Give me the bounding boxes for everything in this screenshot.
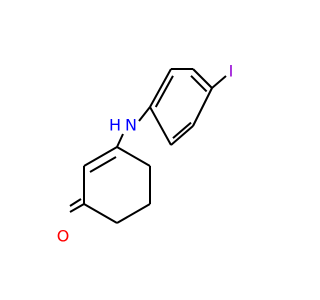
ring-double-bond-3 [172,121,192,139]
ring-bond-1 [149,68,172,108]
atom-oxygen: O [57,227,70,246]
ring-double-bond-2 [190,75,208,93]
ring-bond-6 [149,106,172,146]
cyc-bond-c3-c4 [116,146,151,167]
ring-bond-4 [192,87,213,127]
bond-ring-c-n [138,106,151,122]
cyc-bond-c6-c1 [83,203,118,224]
benzene-ring [149,68,213,146]
bond-c-o-1 [69,203,85,213]
ring-bond-3 [192,68,213,89]
cyc-bond-c5-c6 [116,203,151,224]
background [0,0,300,300]
atom-hydrogen: H [109,116,121,135]
ring-double-bond-1 [154,75,174,108]
atom-iodine: I [229,62,234,81]
bond-c-i [211,75,227,89]
atom-nitrogen: N [125,116,137,135]
cyclohexenone-ring [83,146,151,224]
cyc-double-bond-c2-c3 [89,156,117,173]
bond-n-c3 [116,133,124,148]
molecule-structure: I NH O [0,0,300,300]
bond-c-o-2 [69,198,82,207]
ring-bond-5 [170,125,194,146]
cyc-bond-c2-c3 [83,146,118,167]
